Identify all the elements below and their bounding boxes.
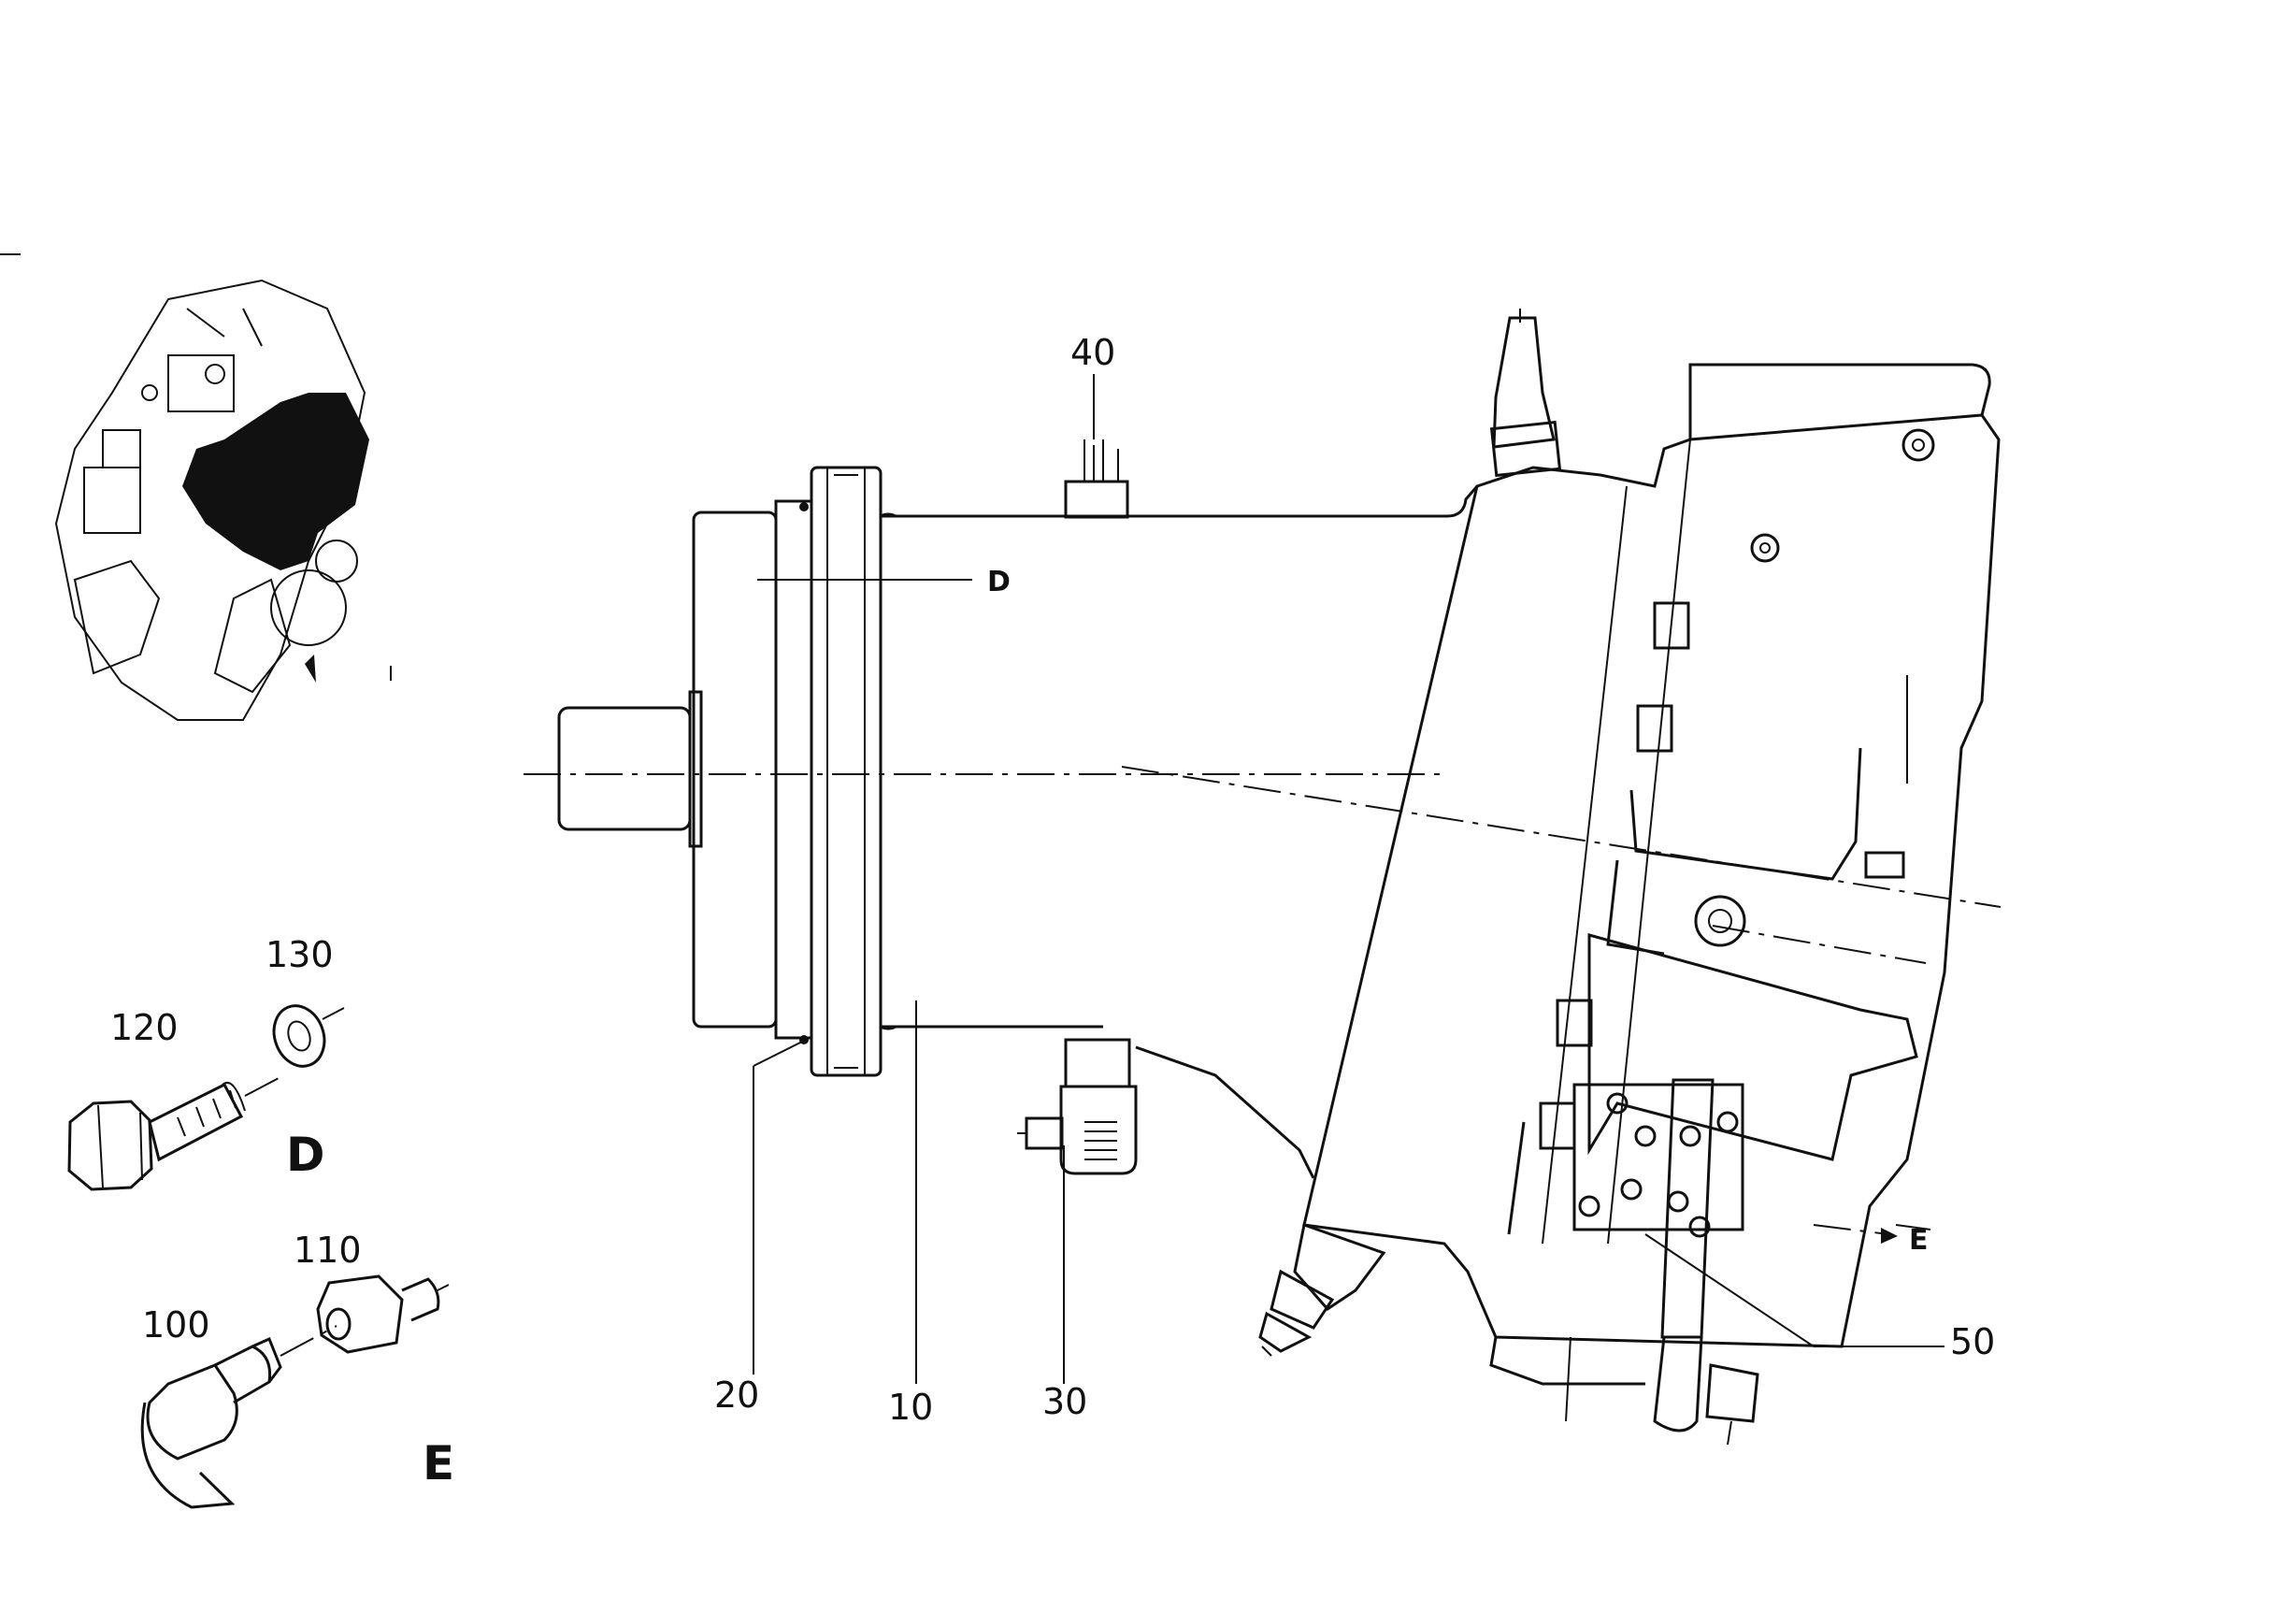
callout-50: 50 <box>1950 1321 1995 1362</box>
view-mark-e: E <box>1909 1224 1929 1257</box>
view-mark-d: D <box>987 566 1011 598</box>
callout-110: 110 <box>294 1230 362 1271</box>
callout-10: 10 <box>888 1387 933 1428</box>
callouts: 40 20 10 30 50 130 120 110 100 D E D E <box>110 332 1995 1490</box>
callout-20: 20 <box>714 1375 759 1416</box>
main-pump-assembly <box>524 309 2002 1446</box>
detail-e-cap-adapter <box>140 1274 450 1509</box>
callout-30: 30 <box>1042 1381 1087 1422</box>
detail-e-label: E <box>423 1436 454 1490</box>
callout-130: 130 <box>265 934 334 975</box>
leader-lines <box>753 374 1944 1384</box>
callout-40: 40 <box>1070 332 1115 373</box>
callout-120: 120 <box>110 1007 179 1048</box>
detail-d-label: D <box>286 1128 325 1182</box>
callout-100: 100 <box>142 1304 210 1346</box>
detail-d-bolt-washer <box>67 1004 345 1191</box>
assembly-thumbnail <box>54 279 392 721</box>
